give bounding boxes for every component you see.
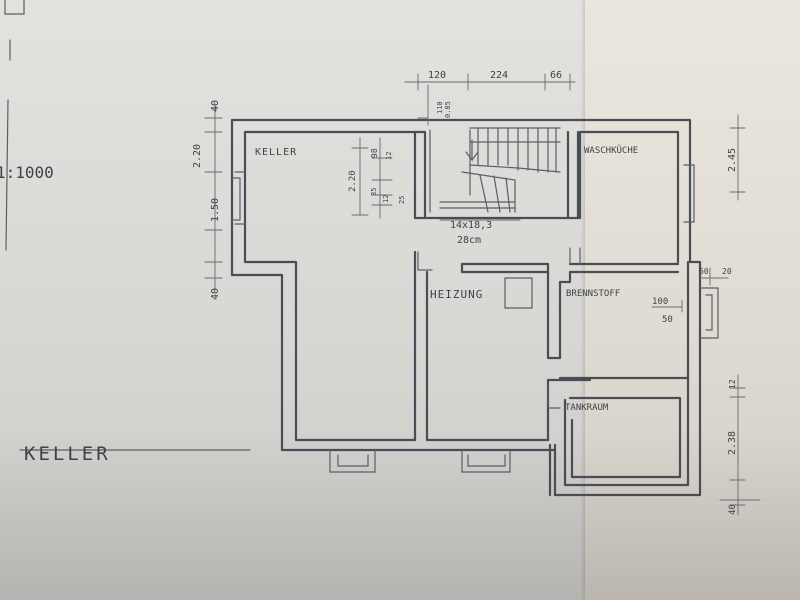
dim-right-245: 2.45 <box>727 148 738 172</box>
dim-right-100: 100 <box>652 297 668 307</box>
windows <box>231 164 719 473</box>
dim-right-12: 12 <box>728 379 737 389</box>
dim-left-40-bottom: 40 <box>210 288 221 300</box>
dimension-lines <box>19 73 761 516</box>
dim-keller-25: 25 <box>398 196 406 204</box>
dim-top-224: 224 <box>490 70 508 81</box>
chimney <box>504 277 533 309</box>
title-block-fragment <box>4 0 25 251</box>
room-label-heizung: HEIZUNG <box>430 288 483 301</box>
dim-right-50: 50 <box>662 315 673 325</box>
dim-keller-12: 12 <box>385 152 393 160</box>
scale-label: 1:1000 <box>0 163 54 182</box>
room-label-keller: KELLER <box>255 147 297 158</box>
dim-keller-220: 2.20 <box>348 170 358 192</box>
plan-title: KELLER <box>24 443 111 465</box>
dim-top-120: 120 <box>428 70 446 81</box>
dim-left-40-top: 40 <box>210 100 221 112</box>
dim-keller-35: 35 <box>370 188 378 196</box>
outer-walls <box>230 118 702 497</box>
dim-right-238: 2.38 <box>727 431 738 455</box>
room-label-tankraum: TANKRAUM <box>565 403 609 413</box>
staircase <box>429 127 561 213</box>
dim-right-20: 20 <box>722 267 732 276</box>
dim-keller-98: 98 <box>370 148 379 158</box>
stair-spec-label: 14x18,3 <box>450 220 492 231</box>
dim-stair-110: 110 <box>436 101 444 114</box>
dim-left-220: 2.20 <box>192 144 203 168</box>
dim-top-66: 66 <box>550 70 562 81</box>
dim-left-150: 1.50 <box>210 198 221 222</box>
lighting-shadow <box>0 430 800 600</box>
door-openings <box>417 247 581 409</box>
dim-stair-085: 0.85 <box>444 101 452 118</box>
stair-tread-label: 28cm <box>457 235 481 246</box>
paper-sheet-right <box>585 0 800 600</box>
dim-keller-12b: 12 <box>382 195 390 203</box>
room-label-waschkueche: WASCHKÜCHE <box>584 145 638 156</box>
dim-right-60: 60 <box>699 267 709 276</box>
dim-right-40: 40 <box>728 504 738 515</box>
room-label-brennstoff: BRENNSTOFF <box>566 289 620 299</box>
